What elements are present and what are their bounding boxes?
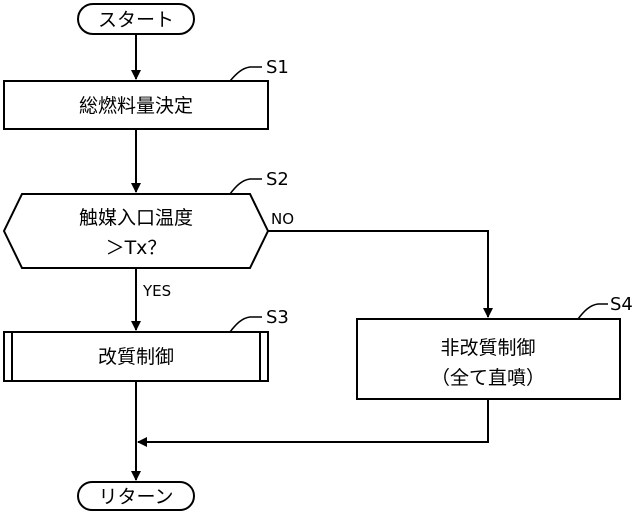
s4-step-leader bbox=[577, 303, 608, 320]
s2-line1: 触媒入口温度 bbox=[79, 207, 193, 229]
decision-s2: 触媒入口温度 ＞Tx？ S2 bbox=[2, 169, 289, 269]
s1-step-leader bbox=[229, 66, 262, 82]
yes-label: YES bbox=[142, 282, 171, 300]
no-label: NO bbox=[271, 210, 294, 228]
start-terminal: スタート bbox=[77, 3, 195, 35]
process-s4: 非改質制御 （全て直噴） S4 bbox=[356, 294, 633, 400]
s3-step-leader bbox=[229, 316, 262, 333]
s2-step-label: S2 bbox=[266, 169, 289, 190]
end-terminal: リターン bbox=[77, 481, 195, 511]
arrow-s4-merge bbox=[137, 399, 489, 447]
s4-step-label: S4 bbox=[610, 294, 633, 315]
arrow-s2-s4 bbox=[268, 230, 493, 318]
process-s1: 総燃料量決定 S1 bbox=[3, 57, 289, 130]
s4-line1: 非改質制御 bbox=[440, 337, 535, 359]
s3-step-label: S3 bbox=[266, 307, 289, 328]
s2-line2: ＞Tx？ bbox=[106, 237, 167, 259]
start-label: スタート bbox=[98, 9, 174, 31]
s2-step-leader bbox=[229, 178, 262, 195]
end-label: リターン bbox=[98, 486, 173, 508]
process-s3: 改質制御 S3 bbox=[3, 307, 289, 382]
s1-label: 総燃料量決定 bbox=[79, 95, 193, 117]
s4-line2: （全て直噴） bbox=[431, 367, 545, 389]
s1-step-label: S1 bbox=[266, 57, 289, 78]
s3-label: 改質制御 bbox=[98, 346, 174, 368]
